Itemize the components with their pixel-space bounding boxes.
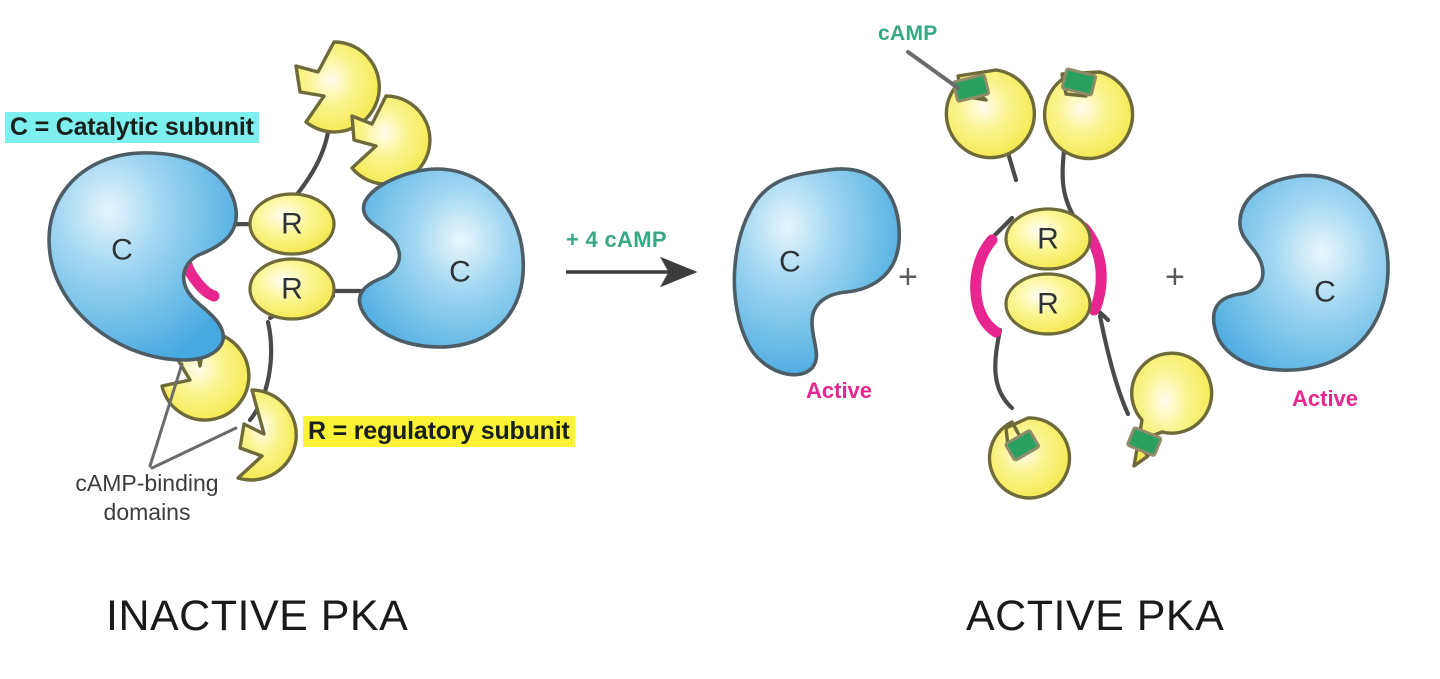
linker-bottom-right [1097,313,1131,417]
catalytic-subunit-right: C [357,167,526,349]
active-pka-title: ACTIVE PKA [966,592,1225,640]
free-catalytic-subunit-2: C [1211,173,1390,372]
catalytic-subunit-letter-free-2: C [1314,276,1336,309]
camp-molecule [1126,426,1163,457]
regulatory-subunit-free-upper: R [1004,207,1092,271]
legend-catalytic-subunit: C = Catalytic subunit [5,112,259,144]
camp-binding-domain-loaded-bottom-1 [987,416,1072,500]
leader-line-upper [148,362,184,468]
camp-binding-domains-label-line2: domains [103,499,191,526]
regulatory-subunit-free-lower: R [1004,272,1092,336]
inactive-pka-title: INACTIVE PKA [106,592,409,640]
inactive-pka-complex: C C R R [47,40,526,482]
active-label-catalytic-2: Active [1292,386,1359,411]
camp-molecule [951,73,991,103]
inhibitor-segment-right-top [1078,222,1107,316]
camp-callout-label: cAMP [878,22,938,45]
regulatory-subunit-letter: R [281,208,303,241]
legend-regulatory-subunit: R = regulatory subunit [303,416,575,448]
regulatory-dimer-with-camp: R R [944,67,1214,500]
camp-binding-domain-bottom-1 [160,330,251,422]
camp-binding-domain-loaded-bottom-2 [1126,351,1214,468]
camp-binding-domain-bottom-2 [236,388,298,482]
plus-sign-1: + [898,258,918,296]
camp-molecule [1004,429,1040,462]
inhibitor-segment-right-bottom [970,234,1002,338]
regulatory-subunit-left-lower: R [248,257,336,321]
free-catalytic-subunit-1: C [732,167,902,377]
camp-binding-domains-label: cAMP-binding domains [52,469,242,528]
linker-bottom-left [993,327,1015,411]
regulatory-subunit-left-upper: R [248,192,336,256]
linker-to-bottom-domains [247,319,274,423]
catalytic-subunit-letter-left: C [111,234,133,267]
camp-binding-domain-loaded-top-2 [1042,67,1135,161]
camp-callout-leader-line [906,50,960,90]
leader-line-lower [150,426,238,470]
catalytic-subunit-letter-free-1: C [779,246,801,279]
plus-sign-2: + [1165,258,1185,296]
catalytic-subunit-letter-right: C [449,256,471,289]
camp-binding-domains-label-line1: cAMP-binding [75,470,219,496]
regulatory-subunit-letter: R [1037,288,1059,321]
reaction-arrow-label: + 4 cAMP [566,227,667,252]
camp-binding-leader-lines [148,362,238,470]
active-label-catalytic-1: Active [806,378,873,403]
camp-binding-domain-loaded-top-1 [944,68,1037,160]
camp-molecule [1060,67,1098,97]
camp-binding-domain-top-1 [294,40,381,134]
regulatory-subunit-letter: R [281,273,303,306]
regulatory-subunit-letter: R [1037,223,1059,256]
catalytic-subunit-left: C [47,151,238,362]
